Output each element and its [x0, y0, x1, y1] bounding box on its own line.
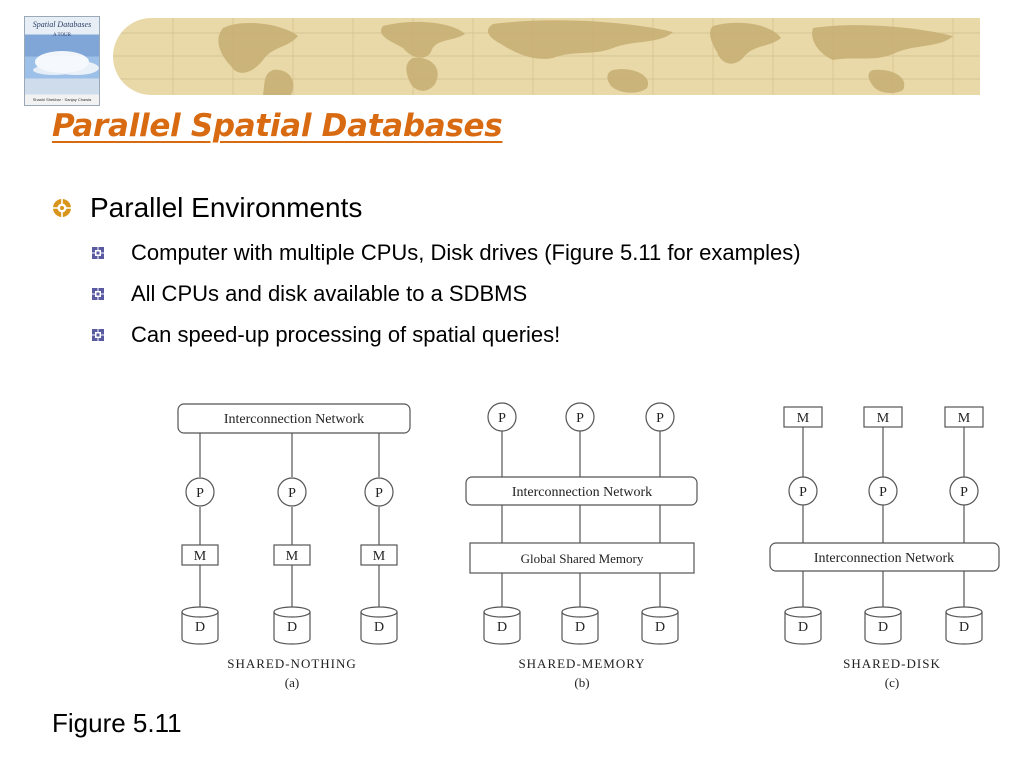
disk-node	[181, 612, 219, 645]
disk-label: D	[959, 620, 969, 635]
disk-node	[483, 612, 521, 645]
panel-sublabel: (b)	[574, 675, 589, 690]
processor-node	[277, 477, 307, 507]
panel-caption: SHARED-NOTHING	[227, 656, 357, 671]
disk-node	[945, 612, 983, 645]
disk-node	[360, 606, 398, 618]
bullet-level1-text: Parallel Environments	[90, 192, 363, 223]
memory-node	[863, 406, 903, 428]
bullet-level2-item: Computer with multiple CPUs, Disk drives…	[92, 240, 801, 266]
disk-node	[483, 606, 521, 618]
disk-label: D	[575, 620, 585, 635]
processor-node	[949, 476, 979, 506]
slide-title: Parallel Spatial Databases	[52, 108, 503, 144]
disk-node	[641, 606, 679, 618]
disk-label: D	[374, 620, 384, 635]
architecture-diagram: Interconnection Network P P P M M M D D …	[177, 402, 1000, 690]
processor-label: P	[799, 485, 807, 500]
processor-node	[868, 476, 898, 506]
disk-node	[945, 606, 983, 618]
memory-label: M	[797, 411, 810, 426]
bullet-level2-item: Can speed-up processing of spatial queri…	[92, 322, 560, 348]
memory-label: M	[877, 411, 890, 426]
processor-node	[364, 477, 394, 507]
disk-label: D	[195, 620, 205, 635]
network-box	[177, 403, 411, 434]
disk-node	[181, 606, 219, 618]
processor-label: P	[656, 411, 664, 426]
memory-node	[944, 406, 984, 428]
disk-label: D	[655, 620, 665, 635]
memory-node	[273, 544, 311, 566]
square-bullet-icon	[92, 247, 104, 259]
processor-node	[487, 402, 517, 432]
panel-shared-disk	[769, 406, 1000, 645]
disk-node	[360, 612, 398, 645]
network-box	[769, 542, 1000, 572]
memory-label: M	[373, 549, 386, 564]
processor-label: P	[375, 486, 383, 501]
processor-label: P	[960, 485, 968, 500]
disk-node	[273, 612, 311, 645]
memory-node	[181, 544, 219, 566]
book-authors: Shashi Shekhar · Sanjay Chawla	[32, 97, 92, 102]
square-bullet-icon	[92, 288, 104, 300]
network-label: Interconnection Network	[224, 412, 364, 427]
disk-node	[641, 612, 679, 645]
disk-label: D	[287, 620, 297, 635]
bullet-level2-text: Computer with multiple CPUs, Disk drives…	[131, 240, 801, 265]
processor-node	[185, 477, 215, 507]
processor-label: P	[879, 485, 887, 500]
panel-shared-memory	[465, 402, 698, 645]
disk-node	[864, 606, 902, 618]
disk-node	[561, 612, 599, 645]
network-box	[465, 476, 698, 506]
bullet-level2-item: All CPUs and disk available to a SDBMS	[92, 281, 527, 307]
panel-caption: SHARED-DISK	[843, 656, 941, 671]
panel-sublabel: (a)	[285, 675, 299, 690]
disk-node	[273, 606, 311, 618]
world-map-banner	[113, 18, 980, 95]
parallel-architectures-figure: Interconnection Network P P P M M M D D …	[172, 395, 1007, 700]
disk-label: D	[878, 620, 888, 635]
compass-bullet-icon	[53, 199, 71, 217]
bullet-level2-text: All CPUs and disk available to a SDBMS	[131, 281, 528, 306]
shared-memory-label: Global Shared Memory	[521, 551, 644, 566]
square-bullet-icon	[92, 329, 104, 341]
figure-caption: Figure 5.11	[52, 708, 182, 738]
bullet-level1: Parallel Environments	[52, 192, 362, 224]
memory-label: M	[286, 549, 299, 564]
processor-node	[788, 476, 818, 506]
panel-caption: SHARED-MEMORY	[518, 656, 645, 671]
processor-node	[645, 402, 675, 432]
memory-label: M	[958, 411, 971, 426]
bullet-level2-text: Can speed-up processing of spatial queri…	[131, 322, 561, 347]
processor-node	[565, 402, 595, 432]
network-label: Interconnection Network	[512, 485, 652, 500]
memory-label: M	[194, 549, 207, 564]
memory-node	[360, 544, 398, 566]
processor-label: P	[576, 411, 584, 426]
processor-label: P	[288, 486, 296, 501]
processor-label: P	[498, 411, 506, 426]
disk-label: D	[497, 620, 507, 635]
processor-label: P	[196, 486, 204, 501]
panel-shared-nothing	[177, 403, 411, 645]
disk-node	[561, 606, 599, 618]
cloud-image	[35, 51, 89, 73]
shared-memory-box	[469, 542, 695, 574]
disk-node	[864, 612, 902, 645]
disk-node	[784, 612, 822, 645]
panel-sublabel: (c)	[885, 675, 899, 690]
memory-node	[783, 406, 823, 428]
network-label: Interconnection Network	[814, 551, 954, 566]
disk-label: D	[798, 620, 808, 635]
disk-node	[784, 606, 822, 618]
